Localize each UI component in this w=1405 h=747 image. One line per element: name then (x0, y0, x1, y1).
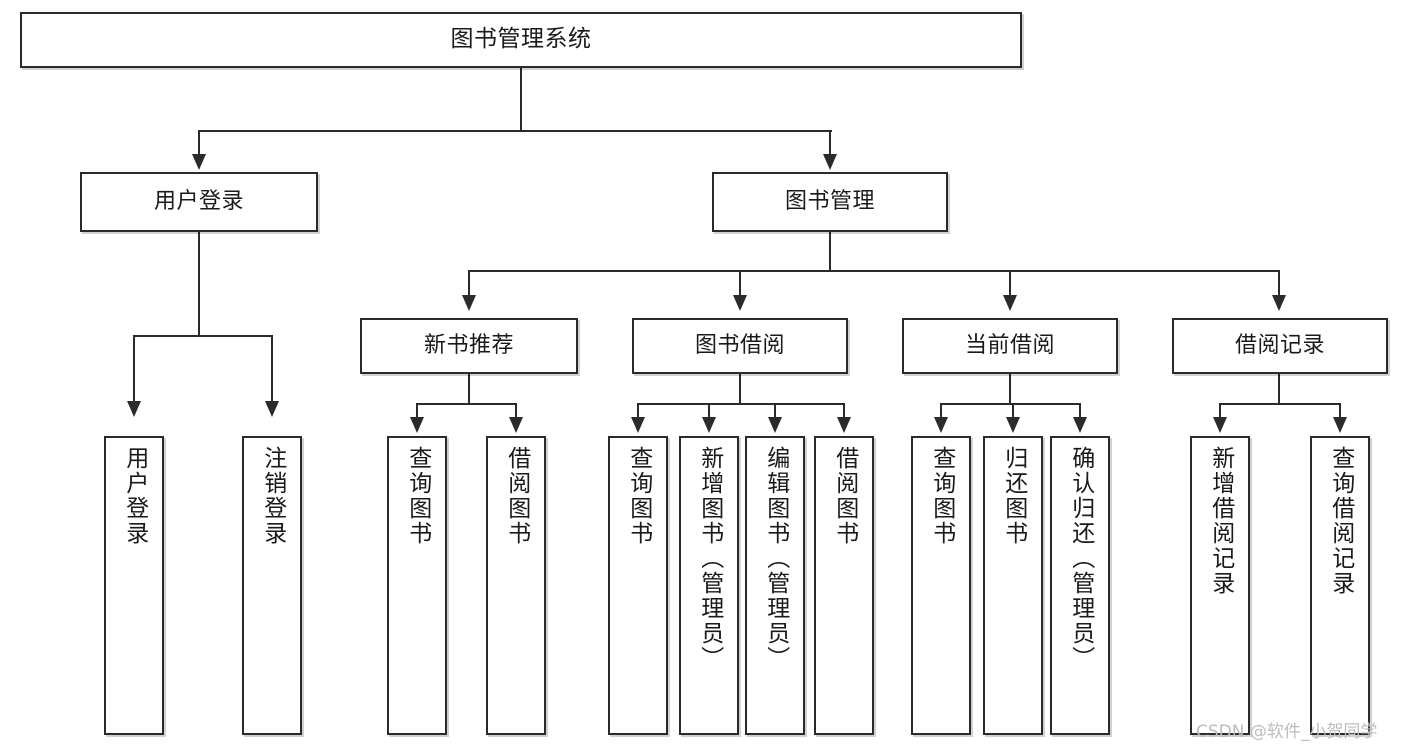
connector-drop-new-book-rec (468, 270, 470, 296)
arrow-to-leaf-query-book-cur (934, 417, 948, 433)
connector-root-drop-user-login (198, 130, 200, 156)
node-leaf-return-book[interactable]: 归还图书 (983, 436, 1043, 735)
connector-user-login-stem (198, 232, 200, 335)
arrow-to-leaf-add-book-admin (702, 417, 716, 433)
node-book-borrow-label: 图书借阅 (694, 333, 785, 359)
connector-drop-book-borrow (739, 270, 741, 296)
connector-root-bus (198, 130, 832, 132)
connector-new-book-rec-bus (416, 403, 516, 405)
node-leaf-query-book-borrow[interactable]: 查询图书 (608, 436, 668, 735)
node-leaf-query-book-borrow-label: 查询图书 (625, 446, 652, 546)
node-leaf-confirm-return-admin-label: 确认归还（管理员） (1067, 446, 1094, 671)
node-leaf-user-login[interactable]: 用户登录 (104, 436, 164, 735)
connector-book-manage-bus (468, 270, 1278, 272)
node-root-label: 图书管理系统 (450, 26, 592, 53)
node-user-login[interactable]: 用户登录 (80, 172, 318, 232)
node-leaf-query-book-rec[interactable]: 查询图书 (387, 436, 447, 735)
connector-user-login-bus (133, 335, 272, 337)
arrow-to-leaf-query-borrow-record (1333, 417, 1347, 433)
connector-borrow-record-stem (1278, 374, 1280, 403)
csdn-watermark: CSDN @软件_小贺同学 (1196, 722, 1378, 742)
arrow-to-new-book-rec (462, 295, 476, 311)
arrow-to-leaf-edit-book-admin (768, 417, 782, 433)
node-leaf-query-borrow-record[interactable]: 查询借阅记录 (1310, 436, 1370, 735)
node-leaf-edit-book-admin[interactable]: 编辑图书（管理员） (745, 436, 805, 735)
arrow-to-leaf-return-book (1006, 417, 1020, 433)
node-new-book-rec-label: 新书推荐 (423, 333, 514, 359)
arrow-to-leaf-confirm-return-admin (1073, 417, 1087, 433)
node-book-manage[interactable]: 图书管理 (712, 172, 948, 232)
node-book-borrow[interactable]: 图书借阅 (632, 318, 848, 374)
node-leaf-return-book-label: 归还图书 (1000, 446, 1027, 546)
node-book-manage-label: 图书管理 (784, 189, 875, 215)
connector-borrow-record-bus (1219, 403, 1341, 405)
connector-book-borrow-bus (637, 403, 844, 405)
node-leaf-add-borrow-record-label: 新增借阅记录 (1207, 446, 1234, 596)
connector-new-book-rec-stem (468, 374, 470, 403)
node-leaf-query-borrow-record-label: 查询借阅记录 (1327, 446, 1354, 596)
node-leaf-query-book-cur[interactable]: 查询图书 (911, 436, 971, 735)
node-leaf-confirm-return-admin[interactable]: 确认归还（管理员） (1050, 436, 1110, 735)
connector-drop-leaf-confirm-return-admin (1079, 403, 1081, 419)
connector-current-borrow-stem (1009, 374, 1011, 403)
arrow-to-current-borrow (1003, 295, 1017, 311)
arrow-to-borrow-record (1272, 295, 1286, 311)
connector-drop-current-borrow (1009, 270, 1011, 296)
connector-drop-leaf-add-borrow-record (1219, 403, 1221, 419)
connector-drop-leaf-logout (271, 335, 273, 403)
connector-drop-leaf-query-borrow-record (1339, 403, 1341, 419)
node-root[interactable]: 图书管理系统 (20, 12, 1022, 68)
arrow-to-leaf-borrow-book (837, 417, 851, 433)
node-leaf-borrow-book-label: 借阅图书 (831, 446, 858, 546)
arrow-to-leaf-borrow-book-rec (509, 417, 523, 433)
node-leaf-query-book-cur-label: 查询图书 (928, 446, 955, 546)
connector-book-manage-stem (829, 232, 831, 270)
arrow-to-book-borrow (733, 295, 747, 311)
connector-drop-borrow-record (1278, 270, 1280, 296)
node-leaf-edit-book-admin-label: 编辑图书（管理员） (762, 446, 789, 671)
arrow-to-leaf-logout (265, 401, 279, 417)
node-leaf-user-login-label: 用户登录 (121, 446, 148, 546)
connector-drop-leaf-query-book-borrow (637, 403, 639, 419)
node-new-book-rec[interactable]: 新书推荐 (360, 318, 578, 374)
connector-current-borrow-bus (940, 403, 1080, 405)
connector-drop-leaf-return-book (1012, 403, 1014, 419)
connector-drop-leaf-borrow-book (843, 403, 845, 419)
connector-drop-leaf-user-login (133, 335, 135, 403)
node-leaf-query-book-rec-label: 查询图书 (404, 446, 431, 546)
connector-drop-leaf-add-book-admin (708, 403, 710, 419)
arrow-to-leaf-query-book-rec (410, 417, 424, 433)
node-borrow-record-label: 借阅记录 (1234, 333, 1325, 359)
connector-root-stem (520, 68, 522, 130)
connector-drop-leaf-query-book-rec (416, 403, 418, 419)
arrow-to-book-manage (823, 154, 837, 170)
node-leaf-add-book-admin[interactable]: 新增图书（管理员） (679, 436, 739, 735)
connector-book-borrow-stem (739, 374, 741, 403)
connector-root-drop-book-manage (829, 130, 831, 156)
arrow-to-user-login (192, 154, 206, 170)
node-current-borrow-label: 当前借阅 (964, 333, 1055, 359)
connector-drop-leaf-borrow-book-rec (515, 403, 517, 419)
node-user-login-label: 用户登录 (153, 189, 244, 215)
node-borrow-record[interactable]: 借阅记录 (1172, 318, 1388, 374)
connector-drop-leaf-query-book-cur (940, 403, 942, 419)
node-leaf-borrow-book[interactable]: 借阅图书 (814, 436, 874, 735)
node-leaf-logout[interactable]: 注销登录 (242, 436, 302, 735)
node-leaf-logout-label: 注销登录 (259, 446, 286, 546)
node-leaf-add-borrow-record[interactable]: 新增借阅记录 (1190, 436, 1250, 735)
arrow-to-leaf-query-book-borrow (631, 417, 645, 433)
node-leaf-borrow-book-rec[interactable]: 借阅图书 (486, 436, 546, 735)
arrow-to-leaf-add-borrow-record (1213, 417, 1227, 433)
node-leaf-add-book-admin-label: 新增图书（管理员） (696, 446, 723, 671)
node-current-borrow[interactable]: 当前借阅 (902, 318, 1118, 374)
node-leaf-borrow-book-rec-label: 借阅图书 (503, 446, 530, 546)
arrow-to-leaf-user-login (127, 401, 141, 417)
connector-drop-leaf-edit-book-admin (774, 403, 776, 419)
